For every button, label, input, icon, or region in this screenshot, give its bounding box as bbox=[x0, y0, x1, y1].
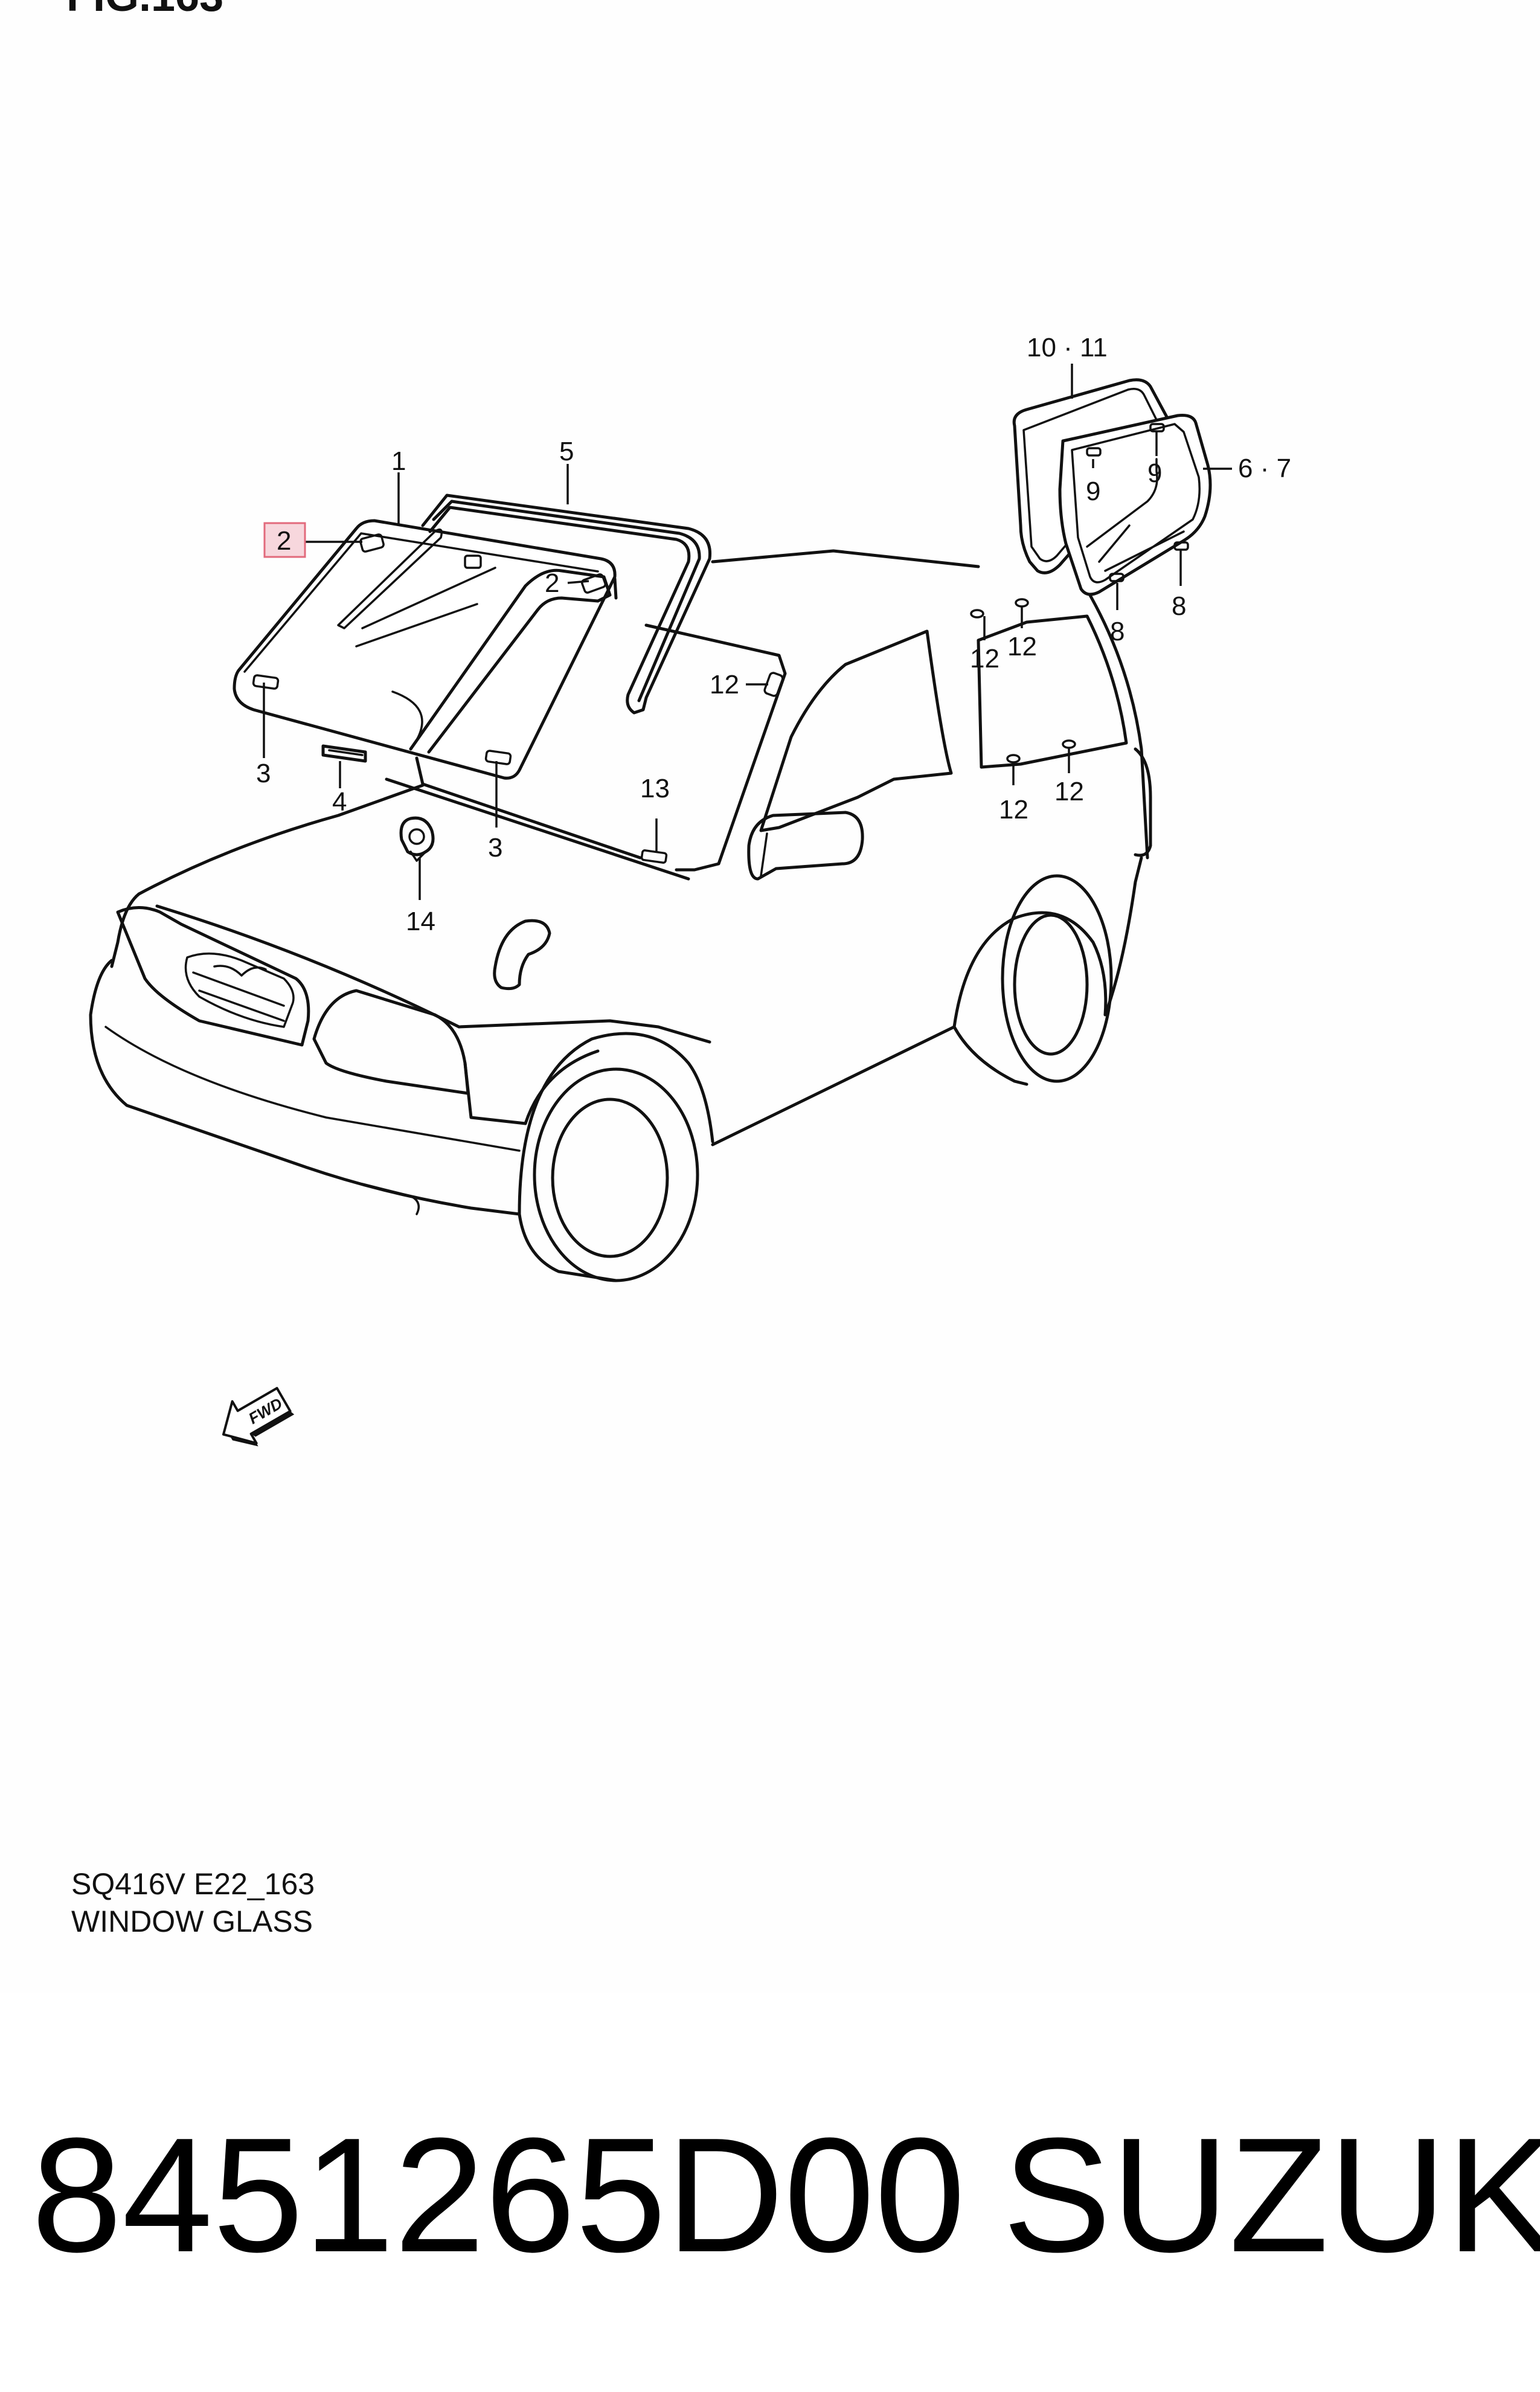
leader-lines bbox=[263, 364, 1232, 900]
callout-3-right: 3 bbox=[488, 833, 502, 863]
windshield-glass bbox=[233, 519, 617, 780]
windshield-molding bbox=[409, 494, 712, 754]
footer-band bbox=[0, 1993, 1540, 2392]
callout-highlight-box bbox=[263, 522, 306, 558]
callout-12-lower-left: 12 bbox=[999, 795, 1028, 825]
callout-14: 14 bbox=[406, 907, 435, 936]
callout-12-mirror: 12 bbox=[710, 670, 739, 699]
fwd-arrow-icon: FWD bbox=[222, 1387, 295, 1447]
callout-12-upper-right: 12 bbox=[1007, 632, 1037, 661]
callout-2: 2 bbox=[545, 568, 559, 598]
callout-8-left: 8 bbox=[1110, 617, 1125, 646]
window-glass-diagram: FIG.163 bbox=[66, 0, 1291, 1447]
callout-12-upper-left: 12 bbox=[970, 644, 999, 674]
callout-10-11: 10 · 11 bbox=[1027, 333, 1108, 362]
callout-9-right: 9 bbox=[1147, 458, 1162, 488]
callout-12-lower-right: 12 bbox=[1054, 777, 1084, 806]
caption-code: SQ416V E22_163 bbox=[71, 1867, 315, 1901]
rear-glass-assembly bbox=[1012, 378, 1212, 596]
callout-13: 13 bbox=[640, 774, 670, 803]
callout-3-left: 3 bbox=[256, 759, 271, 788]
vehicle-body bbox=[89, 549, 1152, 1282]
brand-name: SUZUKI bbox=[1003, 2104, 1540, 2286]
callout-labels: 1 2 2 3 3 4 5 6 · 7 8 8 9 9 10 · 11 12 1… bbox=[256, 333, 1291, 936]
callout-8-right: 8 bbox=[1172, 591, 1186, 621]
callout-5: 5 bbox=[559, 437, 574, 466]
caption-title: WINDOW GLASS bbox=[71, 1905, 313, 1938]
figure-label: FIG.163 bbox=[66, 0, 223, 21]
callout-1: 1 bbox=[391, 446, 406, 476]
callout-2-highlighted: 2 bbox=[277, 526, 291, 556]
callout-4: 4 bbox=[332, 787, 347, 817]
callout-6-7: 6 · 7 bbox=[1238, 454, 1291, 483]
small-parts bbox=[252, 533, 1076, 864]
part-number: 8451265D00 bbox=[31, 2104, 966, 2286]
callout-9-left: 9 bbox=[1086, 477, 1100, 506]
diagram-sheet: FIG.163 bbox=[66, 0, 1292, 1938]
